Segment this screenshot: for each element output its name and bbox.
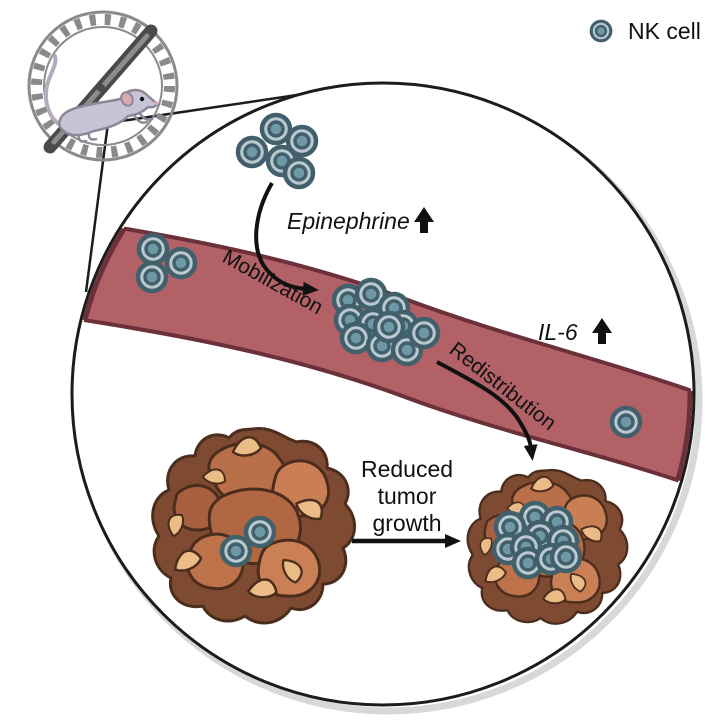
- wheel-rungs: [31, 14, 175, 158]
- mouse: [44, 54, 158, 143]
- nk-cell-icon: [612, 408, 640, 436]
- legend-nk-cell-icon: [589, 19, 613, 43]
- legend-label: NK cell: [628, 18, 701, 44]
- nk-cell-icon: [342, 324, 370, 352]
- il6-label: IL-6: [538, 319, 578, 345]
- reduced-tumor-growth-label: Reduced tumor growth: [361, 456, 453, 536]
- redistribution-arrow: [436, 360, 538, 461]
- mouse-ear: [120, 91, 134, 107]
- wheel-hub: [97, 84, 105, 92]
- nk-cell-icon: [238, 138, 266, 166]
- nk-cell-icon: [375, 313, 403, 341]
- nk-cell-icon: [262, 115, 290, 143]
- nk-cell-icon: [552, 543, 580, 571]
- mouse-nose: [154, 101, 158, 105]
- wheel-inner-rim: [43, 26, 163, 146]
- nk-cell-icon: [138, 263, 166, 291]
- epinephrine-label: Epinephrine: [287, 208, 410, 234]
- nk-cell-icon: [222, 537, 250, 565]
- legend: NK cell: [589, 18, 701, 44]
- mobilization-arrow: [254, 181, 319, 296]
- nk-cell-vessel-lone: [612, 408, 640, 436]
- nk-cell-icon: [167, 249, 195, 277]
- nk-cell-icon: [285, 159, 313, 187]
- running-wheel: [27, 10, 179, 162]
- mouse-tail: [44, 54, 68, 130]
- svg-text:growth: growth: [372, 510, 441, 536]
- svg-text:Reduced: Reduced: [361, 456, 453, 482]
- nk-cell-icon: [410, 319, 438, 347]
- nk-cell-icon: [589, 19, 613, 43]
- nk-cell-icon: [139, 235, 167, 263]
- mouse-eye: [139, 96, 145, 102]
- wheel-outer-rim: [27, 10, 179, 162]
- nk-cell-icon: [246, 518, 274, 546]
- svg-text:tumor: tumor: [378, 483, 437, 509]
